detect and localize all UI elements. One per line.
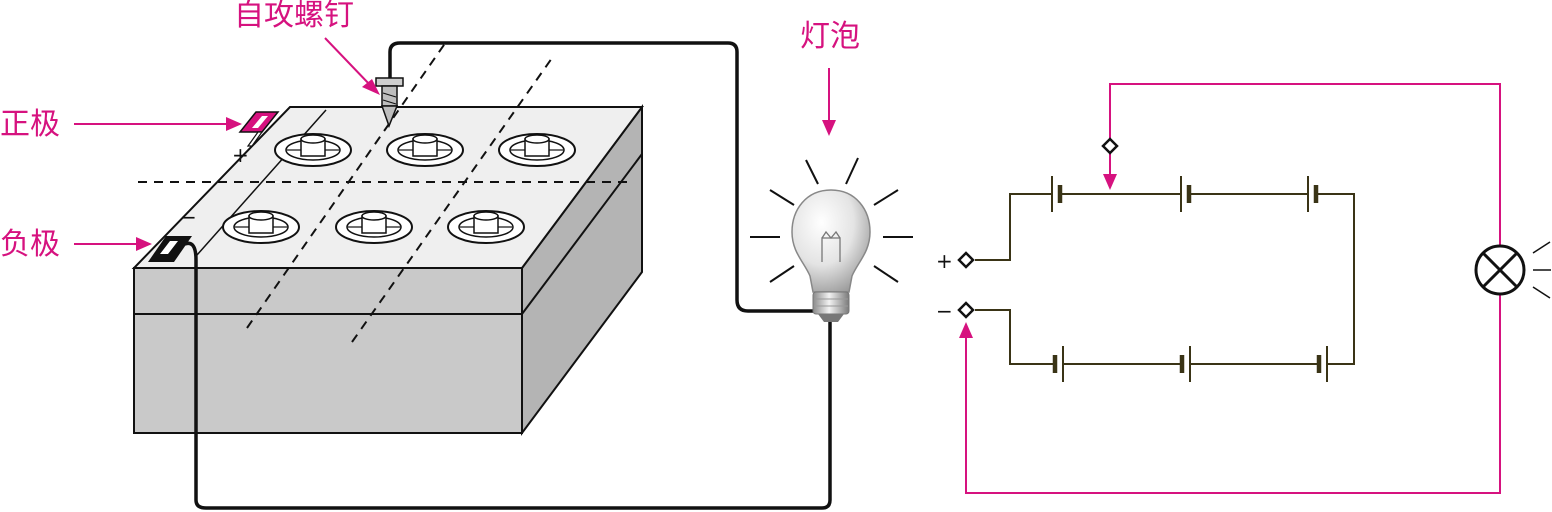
terminal-negative <box>957 301 975 319</box>
arrow-bulb <box>822 68 836 136</box>
circuit-minus-sign: − <box>936 299 953 323</box>
dashed-cut-diagonal-2 <box>351 57 553 343</box>
vent-cap <box>335 210 413 244</box>
circuit-plus-sign: + <box>936 249 953 273</box>
negative-terminal <box>148 236 192 262</box>
vent-cap <box>498 133 576 167</box>
arrow-up-icon <box>959 322 973 338</box>
battery-plus-sign: + <box>232 143 249 167</box>
positive-terminal <box>238 111 280 147</box>
vent-cap <box>447 210 525 244</box>
cell-icon <box>1307 176 1319 212</box>
arrow-positive <box>74 117 242 131</box>
arrow-negative <box>74 237 152 251</box>
light-bulb-icon <box>750 157 913 322</box>
cell-icon <box>1316 346 1328 382</box>
terminal-positive <box>957 251 975 269</box>
cell-icon <box>1180 176 1192 212</box>
battery-front-face <box>133 267 523 434</box>
battery: + − <box>131 41 644 437</box>
label-bulb: 灯泡 <box>800 19 860 54</box>
circuit-wire-top <box>975 193 1355 365</box>
circuit-magenta-top <box>1109 83 1501 246</box>
cell-icon <box>1052 346 1064 382</box>
wire-negative <box>184 241 832 510</box>
label-screw: 自攻螺钉 <box>234 0 354 33</box>
label-negative: 负极 <box>0 227 60 262</box>
battery-minus-sign: − <box>180 205 197 229</box>
circuit-magenta-bottom <box>965 293 1501 494</box>
lamp-symbol-icon <box>1474 241 1551 299</box>
vent-cap <box>386 133 464 167</box>
wire-positive <box>388 41 816 313</box>
arrow-down-icon <box>1103 174 1117 190</box>
circuit-schematic: + − <box>936 83 1551 494</box>
cell-icon <box>1179 346 1191 382</box>
screw-icon <box>375 77 404 129</box>
tap-terminal <box>1101 137 1119 155</box>
label-positive: 正极 <box>0 107 60 142</box>
arrow-screw <box>324 37 380 95</box>
vent-cap <box>222 210 300 244</box>
dashed-cut-diagonal-1 <box>246 41 447 329</box>
cell-icon <box>1051 176 1063 212</box>
vent-cap <box>274 133 352 167</box>
